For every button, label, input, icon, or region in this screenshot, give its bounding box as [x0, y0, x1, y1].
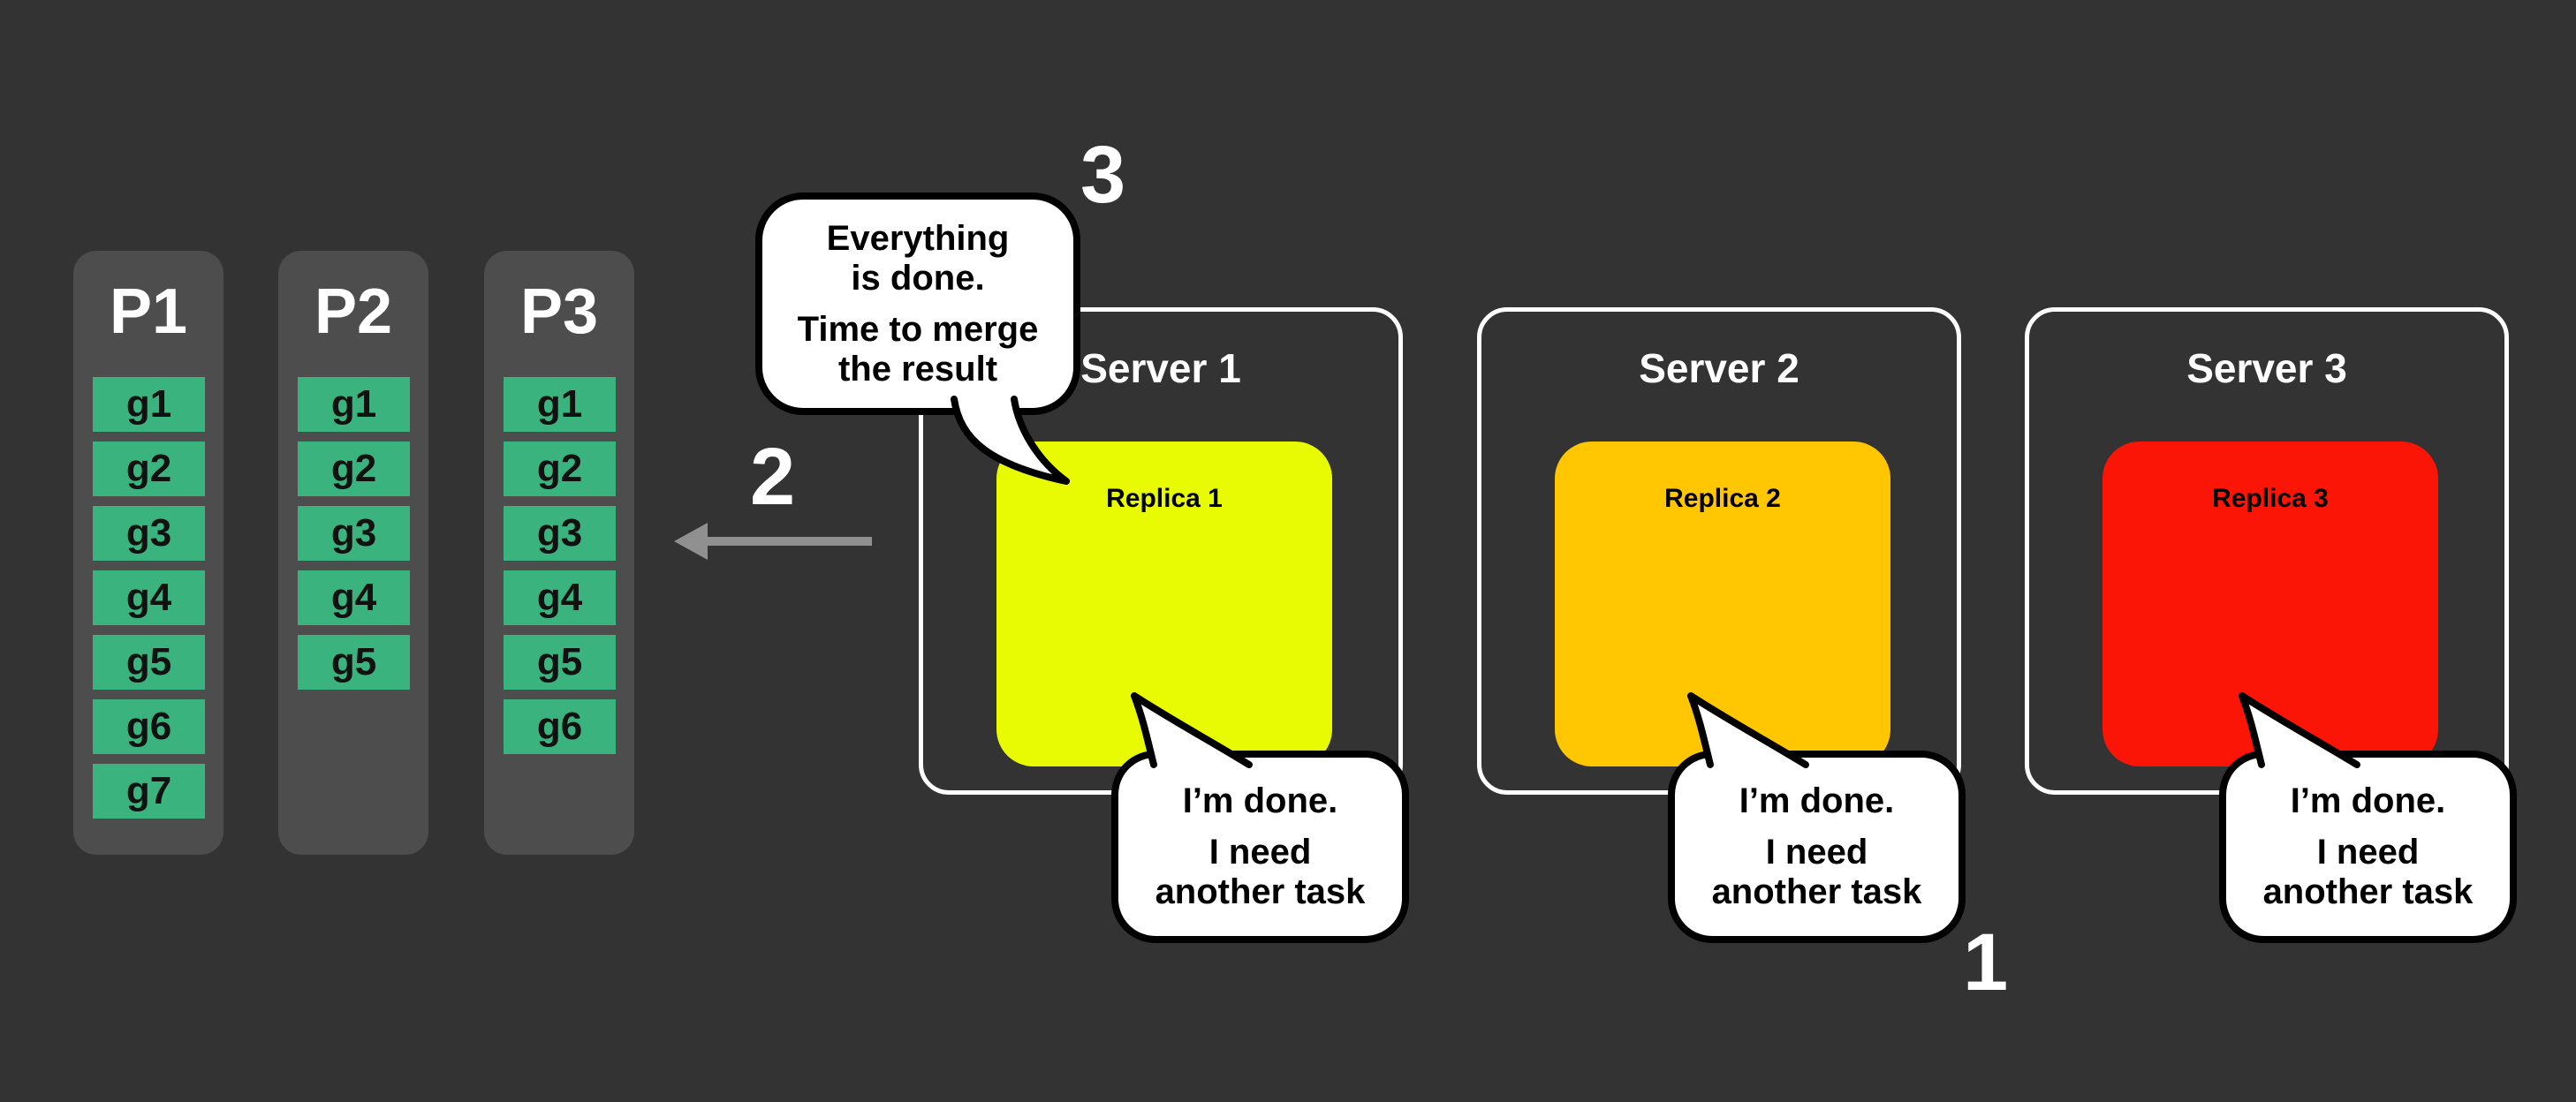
bubble-text-line: I need: [1208, 833, 1312, 872]
task-cell: g4: [93, 570, 205, 625]
bubble-tail: [1687, 692, 1809, 768]
partition-p3: P3 g1 g2 g3 g4 g5 g6: [484, 251, 634, 855]
task-cell: g3: [504, 506, 616, 561]
bubble-text-line: is done.: [851, 258, 985, 298]
task-cell: g6: [93, 699, 205, 754]
server-title: Server 2: [1639, 345, 1799, 391]
step-number-3: 3: [1080, 130, 1126, 220]
bubble-tail: [2239, 692, 2360, 768]
server-box-3: Server 3 Replica 3: [2025, 307, 2509, 795]
partition-cell-list: g1 g2 g3 g4 g5 g6 g7: [93, 377, 205, 819]
partition-title: P2: [314, 276, 393, 347]
task-cell: g1: [504, 377, 616, 432]
task-cell: g2: [298, 442, 410, 496]
speech-bubble-server2: I’m done. I need another task: [1668, 692, 1966, 943]
replica-label: Replica 1: [1106, 484, 1223, 513]
task-cell: g7: [93, 764, 205, 819]
task-cell: g2: [504, 442, 616, 496]
arrow-left-icon: [674, 523, 872, 560]
bubble-text-line: the result: [837, 349, 998, 389]
task-cell: g1: [298, 377, 410, 432]
partition-cell-list: g1 g2 g3 g4 g5: [298, 377, 410, 690]
step-number-2: 2: [750, 432, 796, 522]
task-cell: g6: [504, 699, 616, 754]
bubble-text-line: Time to merge: [797, 309, 1039, 349]
bubble-text-line: another task: [2262, 872, 2474, 911]
task-cell: g3: [93, 506, 205, 561]
bubble-text-line: another task: [1155, 872, 1366, 911]
task-cell: g3: [298, 506, 410, 561]
partition-p2: P2 g1 g2 g3 g4 g5: [278, 251, 428, 855]
server-box-1: Server 1 Replica 1: [919, 307, 1403, 795]
speech-bubble-merge: Everything is done. Time to merge the re…: [755, 192, 1080, 485]
partition-title: P3: [519, 276, 599, 347]
task-cell: g4: [298, 570, 410, 625]
partition-p1: P1 g1 g2 g3 g4 g5 g6 g7: [73, 251, 224, 855]
task-cell: g1: [93, 377, 205, 432]
task-cell: g5: [504, 635, 616, 690]
bubble-text-line: I’m done.: [1739, 781, 1895, 820]
step-number-1: 1: [1963, 917, 2009, 1008]
replica-label: Replica 3: [2212, 484, 2329, 513]
bubble-text-line: another task: [1711, 872, 1922, 911]
partition-cell-list: g1 g2 g3 g4 g5 g6: [504, 377, 616, 754]
task-cell: g5: [93, 635, 205, 690]
task-cell: g5: [298, 635, 410, 690]
task-cell: g2: [93, 442, 205, 496]
bubble-text-line: I need: [2316, 833, 2420, 872]
replica-3: Replica 3: [2102, 442, 2438, 766]
task-cell: g4: [504, 570, 616, 625]
server-title: Server 3: [2186, 345, 2347, 391]
bubble-text-line: I’m done.: [2290, 781, 2446, 820]
speech-bubble-server1: I’m done. I need another task: [1111, 692, 1409, 943]
partition-title: P1: [109, 276, 188, 347]
replica-label: Replica 2: [1664, 484, 1781, 513]
bubble-text-line: Everything: [826, 218, 1010, 258]
server-title: Server 1: [1080, 345, 1241, 391]
bubble-tail: [951, 396, 1070, 485]
bubble-text-line: I need: [1765, 833, 1868, 872]
bubble-text-line: I’m done.: [1182, 781, 1338, 820]
bubble-tail: [1131, 692, 1253, 768]
speech-bubble-server3: I’m done. I need another task: [2219, 692, 2517, 943]
